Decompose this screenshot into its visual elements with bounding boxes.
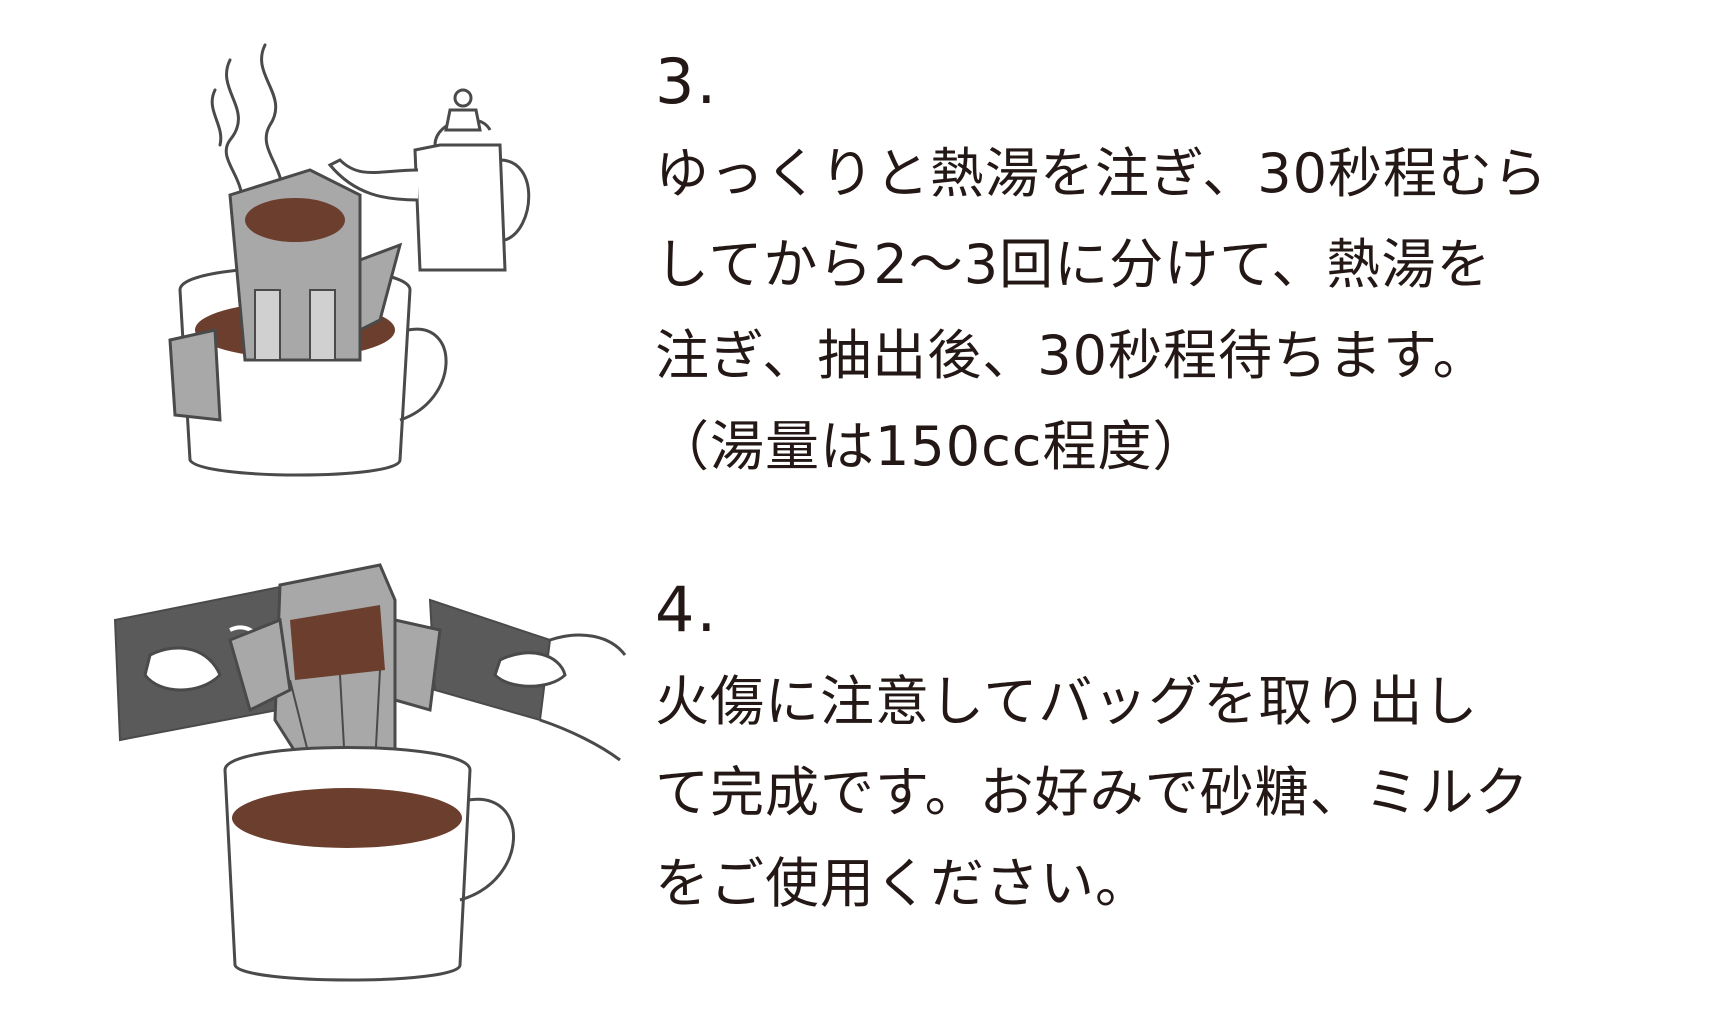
step-line: 火傷に注意してバッグを取り出し	[655, 670, 1479, 733]
step-4-text: 4. 火傷に注意してバッグを取り出し て完成です。お好みで砂糖、ミルク をご使用…	[655, 570, 1685, 929]
step-line: してから2〜3回に分けて、熱湯を	[655, 233, 1492, 296]
step-number: 3.	[655, 45, 719, 118]
step-line: て完成です。お好みで砂糖、ミルク	[655, 761, 1530, 824]
step-line: （湯量は150cc程度）	[655, 415, 1208, 478]
step-4: 4. 火傷に注意してバッグを取り出し て完成です。お好みで砂糖、ミルク をご使用…	[0, 540, 1711, 1016]
step-line: をご使用ください。	[655, 852, 1150, 915]
step-3-text: 3. ゆっくりと熱湯を注ぎ、30秒程むら してから2〜3回に分けて、熱湯を 注ぎ…	[655, 42, 1685, 492]
step-number: 4.	[655, 573, 719, 646]
step-line: 注ぎ、抽出後、30秒程待ちます。	[655, 324, 1488, 387]
step-3: 3. ゆっくりと熱湯を注ぎ、30秒程むら してから2〜3回に分けて、熱湯を 注ぎ…	[160, 30, 1685, 492]
step-line: ゆっくりと熱湯を注ぎ、30秒程むら	[655, 142, 1549, 205]
removing-drip-bag-icon	[110, 560, 630, 1000]
kettle-pouring-into-drip-bag-icon	[160, 30, 580, 490]
